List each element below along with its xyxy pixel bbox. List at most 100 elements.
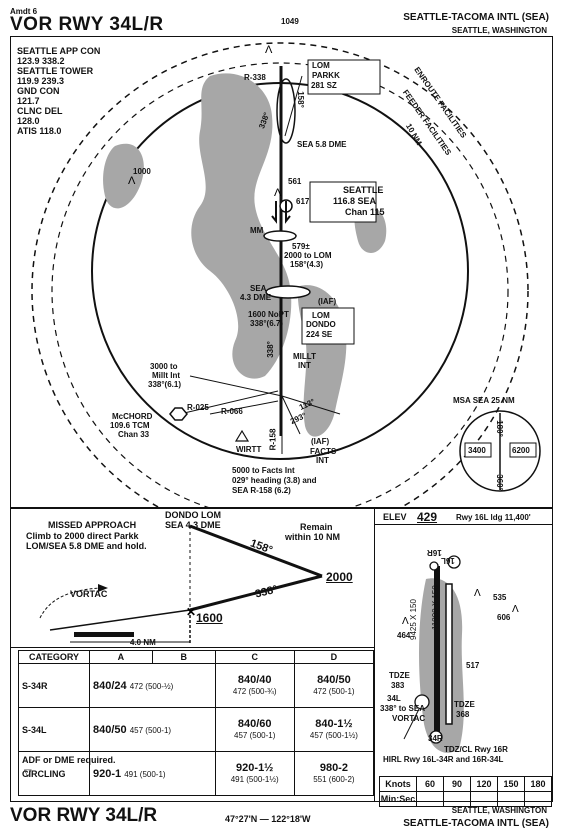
alternate-minimums-icon: ▽ (24, 768, 32, 779)
runway-bar (74, 632, 134, 637)
knots-label: Knots (379, 776, 417, 792)
hold-leg-inbound (189, 524, 323, 578)
freq-line: 128.0 (17, 116, 40, 126)
elev-561: 561 (288, 177, 302, 186)
footer-title: VOR RWY 34L/R (10, 805, 158, 826)
divider (374, 508, 375, 802)
obstacle-icon: Λ (128, 175, 136, 187)
city-name: SEATTLE, WASHINGTON (451, 26, 547, 35)
vor-chan: Chan 115 (345, 207, 385, 217)
holding-pattern (276, 78, 296, 144)
distance-label: 4.0 NM (130, 638, 156, 647)
tdze-l-value: 383 (391, 681, 405, 690)
enroute-ring (31, 42, 529, 508)
terrain-land (103, 143, 144, 209)
leader-line (403, 708, 420, 740)
dondo-label-3: 224 SE (306, 330, 333, 339)
facts-label-1: FACTS (310, 447, 337, 456)
freq-line: CLNC DEL (17, 106, 63, 116)
bearing-158-top: 158° (295, 91, 305, 108)
freq-line: SEATTLE APP CON (17, 46, 101, 56)
mcchord-vortac-symbol (169, 407, 188, 421)
dim-left: 9425 X 150 (409, 599, 418, 640)
freq-line: SEATTLE TOWER (17, 66, 94, 76)
dondo-dme-label: SEA 4.3 DME (165, 520, 221, 530)
freq-line: 121.7 (17, 96, 40, 106)
facts-iaf: (IAF) (311, 437, 330, 446)
iaf-label: (IAF) (318, 297, 337, 306)
divider (10, 647, 374, 648)
approach-light-icon (429, 730, 443, 744)
speed-cell: 180 (524, 776, 552, 792)
footer-city: SEATTLE, WASHINGTON (451, 806, 547, 815)
header-d: D (293, 650, 375, 664)
time-cell (416, 791, 444, 807)
footer-coords: 47°27'N — 122°18'W (225, 814, 311, 824)
obstacle-icon: Λ (274, 187, 282, 199)
seattle-vor-box (309, 181, 377, 223)
runway-16l-34r (434, 566, 440, 736)
msa-label: MSA SEA 25 NM (453, 396, 515, 405)
obstacle-icon: Λ (474, 588, 481, 599)
row-s34l-label: S-34L (18, 707, 90, 752)
msa-box (464, 442, 492, 458)
rwy-16l-label: 16L (441, 556, 455, 565)
fix-cross-icon: ✕ (186, 605, 196, 619)
msa-6200: 6200 (512, 446, 530, 455)
rwy-ldg: Rwy 16L ldg 11,400' (456, 513, 531, 522)
elev-1049: 1049 (281, 17, 299, 26)
terrain-land (419, 578, 464, 753)
mcchord-label-3: Chan 33 (118, 430, 150, 439)
lom-parkk-label-2: PARKK (312, 71, 340, 80)
dondo-lom-label: DONDO LOM (165, 510, 221, 520)
hold-leg-outbound (189, 574, 323, 612)
millt-label-1: MILLT (293, 352, 316, 361)
msa-360: 360° (494, 474, 504, 491)
elev-517: 517 (466, 661, 480, 670)
r338-label: R-338 (244, 73, 266, 82)
mcchord-label-2: 109.6 TCM (110, 421, 150, 430)
msa-circle (459, 410, 541, 492)
r338-radial (284, 75, 303, 137)
minimums-table: CATEGORY A B C D S-34R 840/24 472 (500-½… (18, 650, 375, 796)
missed-path (39, 587, 101, 619)
page-title: VOR RWY 34L/R (10, 14, 164, 35)
divider (374, 524, 553, 525)
lom-parkk-box (307, 59, 381, 95)
time-cell (470, 791, 498, 807)
msa-3400: 3400 (468, 446, 486, 455)
rwy-34r-label: 34R (428, 734, 443, 743)
r025-label: R-025 (187, 403, 209, 412)
millt-feeder (189, 375, 283, 397)
lom-dondo-marker (265, 285, 311, 299)
footer-airport: SEATTLE-TACOMA INTL (SEA) (403, 818, 549, 829)
minsec-label: Min:Sec (379, 791, 417, 807)
msa-180: 180° (494, 420, 504, 437)
sea-58-dme: SEA 5.8 DME (297, 140, 347, 149)
freq-line: 119.9 239.3 (17, 76, 65, 86)
obstacle-icon: Λ (512, 604, 519, 615)
row-s34r-label: S-34R (18, 663, 90, 708)
vor-name: SEATTLE (343, 185, 384, 195)
terrain-land (191, 73, 292, 379)
remain-label-2: within 10 NM (285, 532, 341, 542)
obstacle-icon: Λ (402, 616, 409, 627)
time-cell (524, 791, 552, 807)
rwy-34l-label: 34L (387, 694, 401, 703)
millt-label-2: INT (298, 361, 311, 370)
header-category: CATEGORY (18, 650, 90, 664)
r066-radial (209, 400, 279, 415)
alt-2000: 2000 (326, 570, 353, 584)
facts-to-1: 5000 to Facts Int (232, 466, 295, 475)
facts-to-2: 029° heading (3.8) and (232, 476, 317, 485)
approach-light-icon (429, 561, 439, 571)
speed-table: Knots 60 90 120 150 180 Min:Sec (379, 776, 552, 807)
r158-label: R-158 (268, 428, 278, 451)
dondo-label-1: LOM (312, 311, 330, 320)
airport-name: SEATTLE-TACOMA INTL (SEA) (403, 12, 549, 23)
header-a: A (89, 650, 153, 664)
